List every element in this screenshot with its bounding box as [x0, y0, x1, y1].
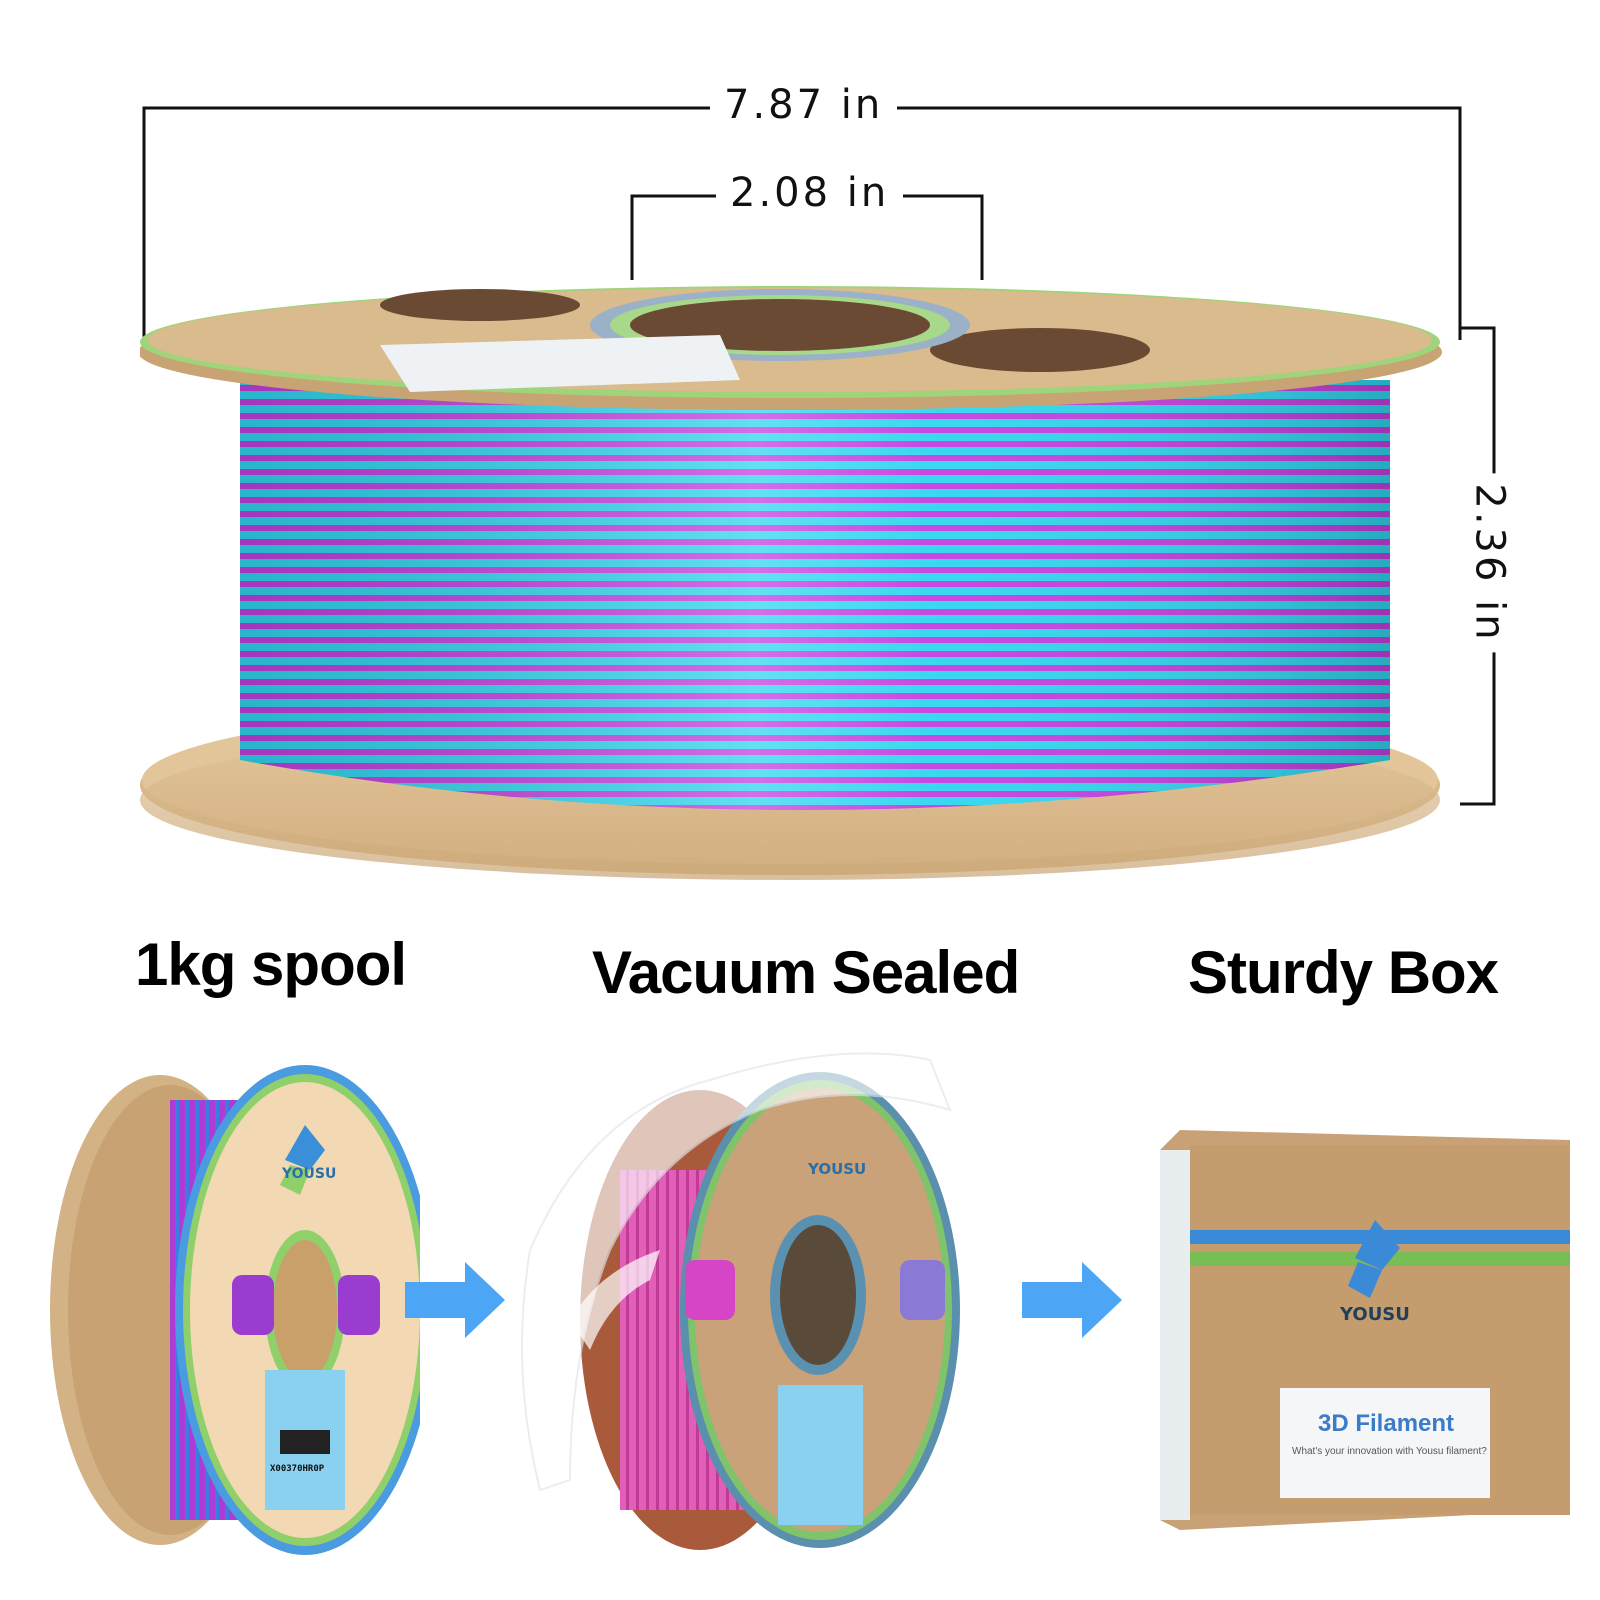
arrow-right-icon [405, 1262, 505, 1338]
main-spool-image [140, 286, 1442, 880]
box-image [1160, 1130, 1570, 1530]
arrow-right-icon-2 [1022, 1262, 1122, 1338]
caption-box: Sturdy Box [1188, 939, 1499, 1006]
box-brand-label: YOUSU [1340, 1304, 1410, 1325]
spool-product-image [50, 1065, 420, 1555]
hub-dimension-label: 2.08 in [716, 170, 904, 216]
caption-spool: 1kg spool [135, 931, 407, 998]
width-dimension-label: 7.87 in [710, 82, 898, 128]
box-label-title: 3D Filament [1318, 1410, 1455, 1437]
vacuum-sealed-spool-image [521, 1052, 960, 1550]
height-dimension-label: 2.36 in [1466, 473, 1513, 653]
box-label-subtitle: What's your innovation with Yousu filame… [1292, 1446, 1487, 1457]
spool-brand-label: YOUSU [282, 1166, 337, 1182]
caption-vacuum: Vacuum Sealed [592, 939, 1020, 1006]
vacuum-spool-brand-label: YOUSU [808, 1160, 867, 1178]
spool-barcode-code: X00370HR0P [270, 1464, 325, 1474]
